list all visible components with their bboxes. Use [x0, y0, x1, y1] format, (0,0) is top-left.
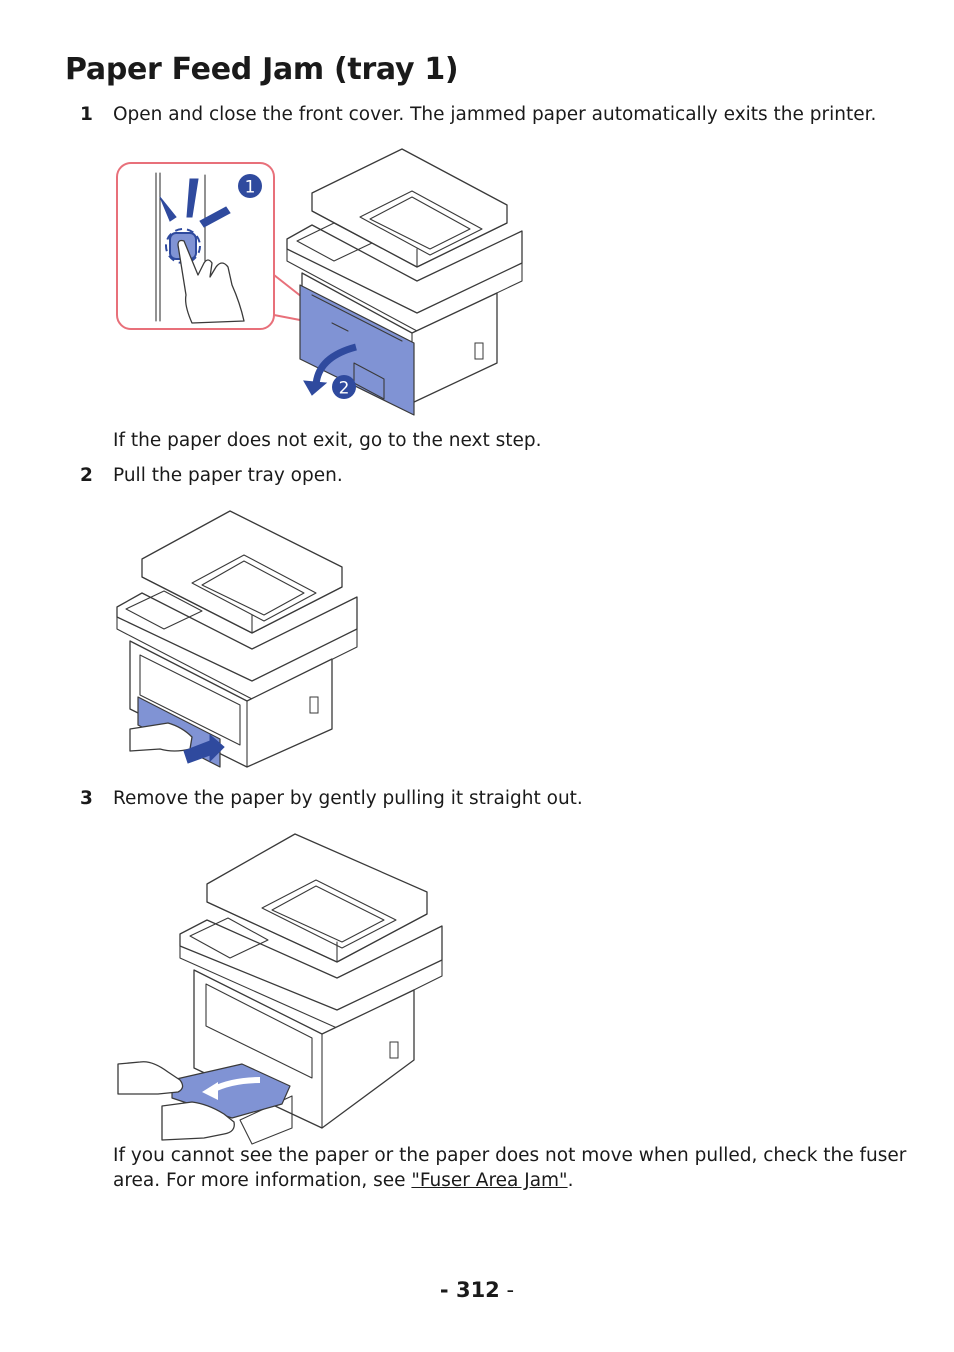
- note-line-2: area. For more information, see "Fuser A…: [113, 1168, 906, 1193]
- note-fuser-area: If you cannot see the paper or the paper…: [113, 1143, 906, 1193]
- page-number: 312: [455, 1278, 500, 1302]
- step-text: Pull the paper tray open.: [113, 465, 343, 486]
- page-footer: - 312 -: [0, 1278, 954, 1302]
- figure-open-front-cover: 1 2: [116, 148, 523, 416]
- step-number: 1: [80, 104, 93, 125]
- hand-pointer-icon: [177, 239, 245, 324]
- figure-pull-tray: [116, 510, 358, 768]
- fuser-area-jam-link[interactable]: "Fuser Area Jam": [411, 1170, 568, 1191]
- note-prefix: area. For more information, see: [113, 1170, 412, 1191]
- callout-number-2: 2: [339, 379, 350, 399]
- note-line-1: If you cannot see the paper or the paper…: [113, 1145, 907, 1166]
- dash-left: -: [439, 1278, 456, 1302]
- figure-remove-paper: [117, 833, 443, 1145]
- hand-right-icon: [161, 1101, 235, 1141]
- note-paper-not-exit: If the paper does not exit, go to the ne…: [113, 430, 542, 451]
- pull-arrow-icon: [183, 733, 225, 764]
- printer-illustration: [286, 148, 523, 416]
- step-text: Remove the paper by gently pulling it st…: [113, 788, 583, 809]
- curved-arrow-icon: [312, 343, 357, 386]
- step-text: Open and close the front cover. The jamm…: [113, 104, 877, 125]
- dash-right: -: [499, 1278, 515, 1302]
- printer-illustration: [116, 510, 358, 768]
- step-number: 2: [80, 465, 93, 486]
- callout-number-1: 1: [245, 178, 256, 198]
- page-title: Paper Feed Jam (tray 1): [65, 52, 459, 87]
- step-number: 3: [80, 788, 93, 809]
- note-suffix: .: [567, 1170, 574, 1191]
- hand-left-icon: [117, 1061, 184, 1095]
